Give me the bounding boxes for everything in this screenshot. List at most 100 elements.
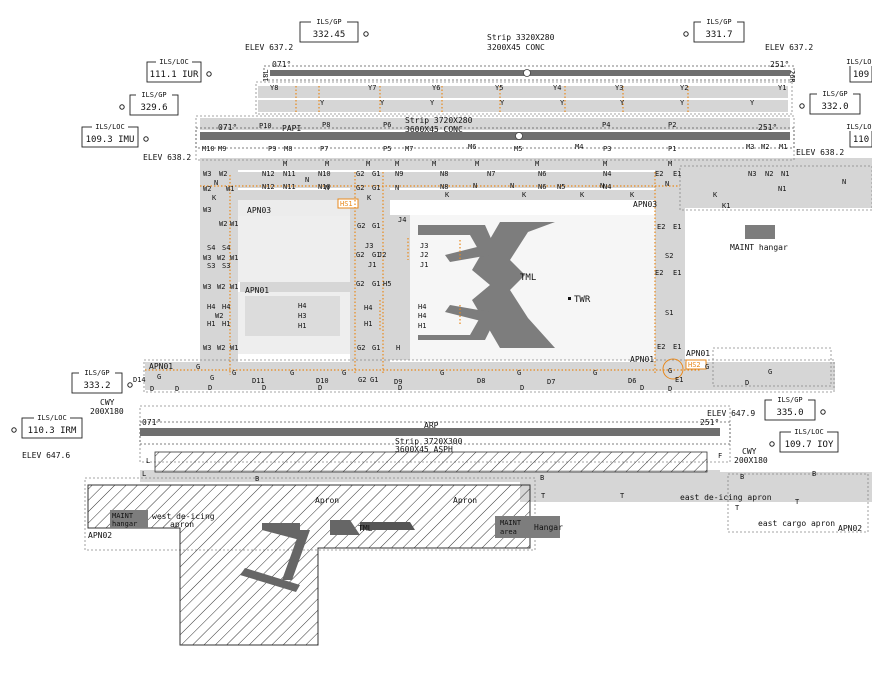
rwy-mid-elev-w: ELEV 638.2: [143, 153, 191, 162]
taxiway-label: M: [603, 160, 607, 168]
nav-box-value: 109: [853, 70, 869, 80]
taxiway-label: Y: [380, 99, 385, 107]
taxiway-label: M4: [575, 143, 583, 151]
arp-label: ARP: [424, 421, 439, 430]
taxiway-label: H3: [298, 312, 306, 320]
taxiway-label: N9: [395, 170, 403, 178]
nav-box-title: ILS/LOC: [159, 58, 189, 66]
apron-label-1: Apron: [315, 496, 339, 505]
taxiway-label: G: [196, 363, 200, 371]
taxiway-label: B: [812, 470, 816, 478]
taxiway-label: G: [440, 369, 444, 377]
taxiway-label: T: [620, 492, 625, 500]
nav-box-title: ILS/GP: [316, 18, 341, 26]
rwy-mid-surface: 3600X45 CONC: [405, 125, 463, 134]
rwy-south-elev-e: ELEV 647.9: [707, 409, 755, 418]
taxiway-label: G2: [357, 344, 365, 352]
taxiway-label: K: [580, 191, 585, 199]
maint-hangar-label: MAINT hangar: [730, 243, 788, 252]
navaid-icon: [799, 103, 805, 109]
taxiway-label: N2: [765, 170, 773, 178]
taxiway-label: S3: [207, 262, 215, 270]
taxiway-label: W1: [230, 254, 238, 262]
taxiway-label: P8: [322, 121, 330, 129]
rwy-north-id-e: 26R: [788, 70, 796, 83]
taxiway-label: S3: [222, 262, 230, 270]
maint-area-label: MAINT: [500, 519, 522, 527]
taxiway-label: N: [305, 176, 309, 184]
taxiway-label: E1: [673, 343, 681, 351]
rwy-north-elev-w: ELEV 637.2: [245, 43, 293, 52]
taxiway-label: T: [541, 492, 546, 500]
taxiway-label: N11: [283, 170, 296, 178]
taxiway-label: N: [473, 182, 477, 190]
hotspot-marks: [337, 198, 707, 380]
taxiway-label: D: [318, 384, 322, 392]
hangar-west-label: hangar: [112, 520, 137, 528]
runway-07-25: [139, 421, 731, 473]
nav-box-title: ILS/LOC: [37, 414, 67, 422]
taxiway-label: H4: [298, 302, 306, 310]
taxiway-label: N7: [487, 170, 495, 178]
rwy-south-surface: 3600X45 ASPH: [395, 445, 453, 454]
terminal-building: [418, 222, 555, 348]
twr-label: TWR: [574, 295, 591, 305]
taxiway-label: Y8: [270, 84, 278, 92]
apn02-east: APN02: [838, 524, 862, 533]
taxiway-label: M9: [218, 145, 226, 153]
rwy-south-strip: Strip 3720X300: [395, 437, 463, 446]
taxiway-label: Y: [750, 99, 755, 107]
navaid-icon: [363, 31, 369, 37]
taxiway-label: D: [208, 384, 212, 392]
cwy-east-dim: 200X180: [734, 456, 768, 465]
nav-box-value: 332.45: [313, 30, 346, 40]
taxiway-label: G2: [357, 222, 365, 230]
rwy-north-elev-e: ELEV 637.2: [765, 43, 813, 52]
taxiway-label: G: [517, 369, 521, 377]
taxiway-label: G2: [356, 251, 364, 259]
taxiway-label: H1: [418, 322, 426, 330]
nav-box-value: 111.1 IUR: [150, 70, 199, 80]
taxiway-label: Y: [560, 99, 565, 107]
taxiway-label: W2: [203, 185, 211, 193]
runway-18l-26r: [263, 65, 795, 81]
cwy-west: CWY: [100, 398, 115, 407]
taxiway-label: B: [540, 474, 544, 482]
taxiway-label: D11: [252, 377, 265, 385]
taxiway-label: W2: [215, 312, 223, 320]
taxiway-label: N10: [318, 170, 331, 178]
taxiway-label: W1: [230, 283, 238, 291]
maint-west-label: MAINT: [112, 512, 134, 520]
taxiway-label: W3: [203, 254, 211, 262]
east-deicing-label: east de-icing apron: [680, 493, 772, 502]
taxiway-label: D: [640, 384, 644, 392]
rwy-mid-elev-e: ELEV 638.2: [796, 148, 844, 157]
taxiway-label: G: [705, 363, 709, 371]
taxiway-label: D6: [628, 377, 636, 385]
hotspot-hs2: HS2: [688, 361, 701, 369]
taxiway-label: T: [735, 504, 740, 512]
nav-box-value: 331.7: [705, 30, 732, 40]
nav-box-title: ILS/GP: [822, 90, 847, 98]
nav-box-title: ILS/GP: [777, 396, 802, 404]
taxiway-label: D: [262, 384, 266, 392]
taxiway-label: D9: [394, 378, 402, 386]
taxiway-label: G: [210, 374, 214, 382]
taxiway-label: G1: [372, 344, 380, 352]
taxiway-label: M: [325, 160, 329, 168]
taxiway-label: N6: [538, 183, 546, 191]
taxiway-label: H1: [222, 320, 230, 328]
taxiway-label: M6: [468, 143, 476, 151]
cwy-east: CWY: [742, 447, 757, 456]
taxiway-label: Y7: [368, 84, 376, 92]
nav-box-title: ILS/LOC: [846, 123, 872, 131]
taxiway-label: P6: [383, 121, 391, 129]
taxiway-label: K: [212, 194, 217, 202]
taxiway-label: H1: [364, 320, 372, 328]
